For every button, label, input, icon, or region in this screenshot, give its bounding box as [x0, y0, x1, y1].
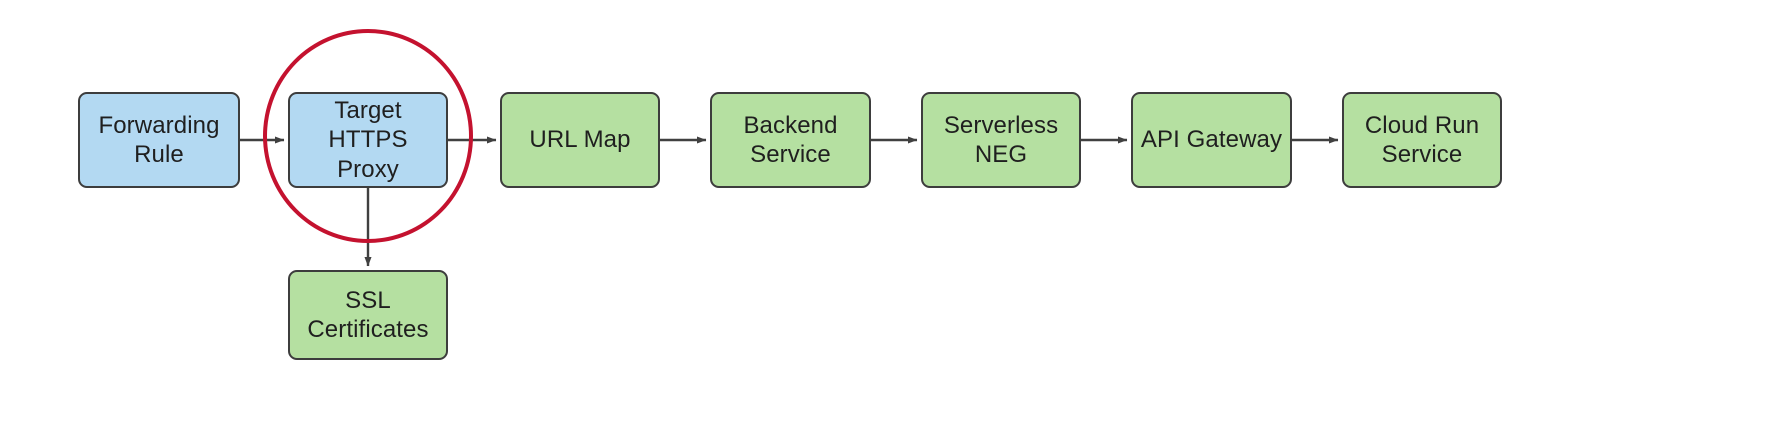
node-forwarding-rule[interactable]: Forwarding Rule: [78, 92, 240, 188]
node-label: Serverless NEG: [943, 111, 1059, 168]
node-label: Forwarding Rule: [98, 111, 220, 168]
node-cloud-run-service[interactable]: Cloud Run Service: [1342, 92, 1502, 188]
highlight-circle-target-https-proxy: [263, 29, 473, 243]
node-label: Backend Service: [743, 111, 838, 168]
node-serverless-neg[interactable]: Serverless NEG: [921, 92, 1081, 188]
node-api-gateway[interactable]: API Gateway: [1131, 92, 1292, 188]
node-backend-service[interactable]: Backend Service: [710, 92, 871, 188]
node-label: SSL Certificates: [307, 286, 429, 343]
node-label: URL Map: [529, 126, 631, 154]
node-ssl-certificates[interactable]: SSL Certificates: [288, 270, 448, 360]
node-label: Cloud Run Service: [1364, 111, 1480, 168]
node-label: API Gateway: [1140, 126, 1283, 154]
node-url-map[interactable]: URL Map: [500, 92, 660, 188]
